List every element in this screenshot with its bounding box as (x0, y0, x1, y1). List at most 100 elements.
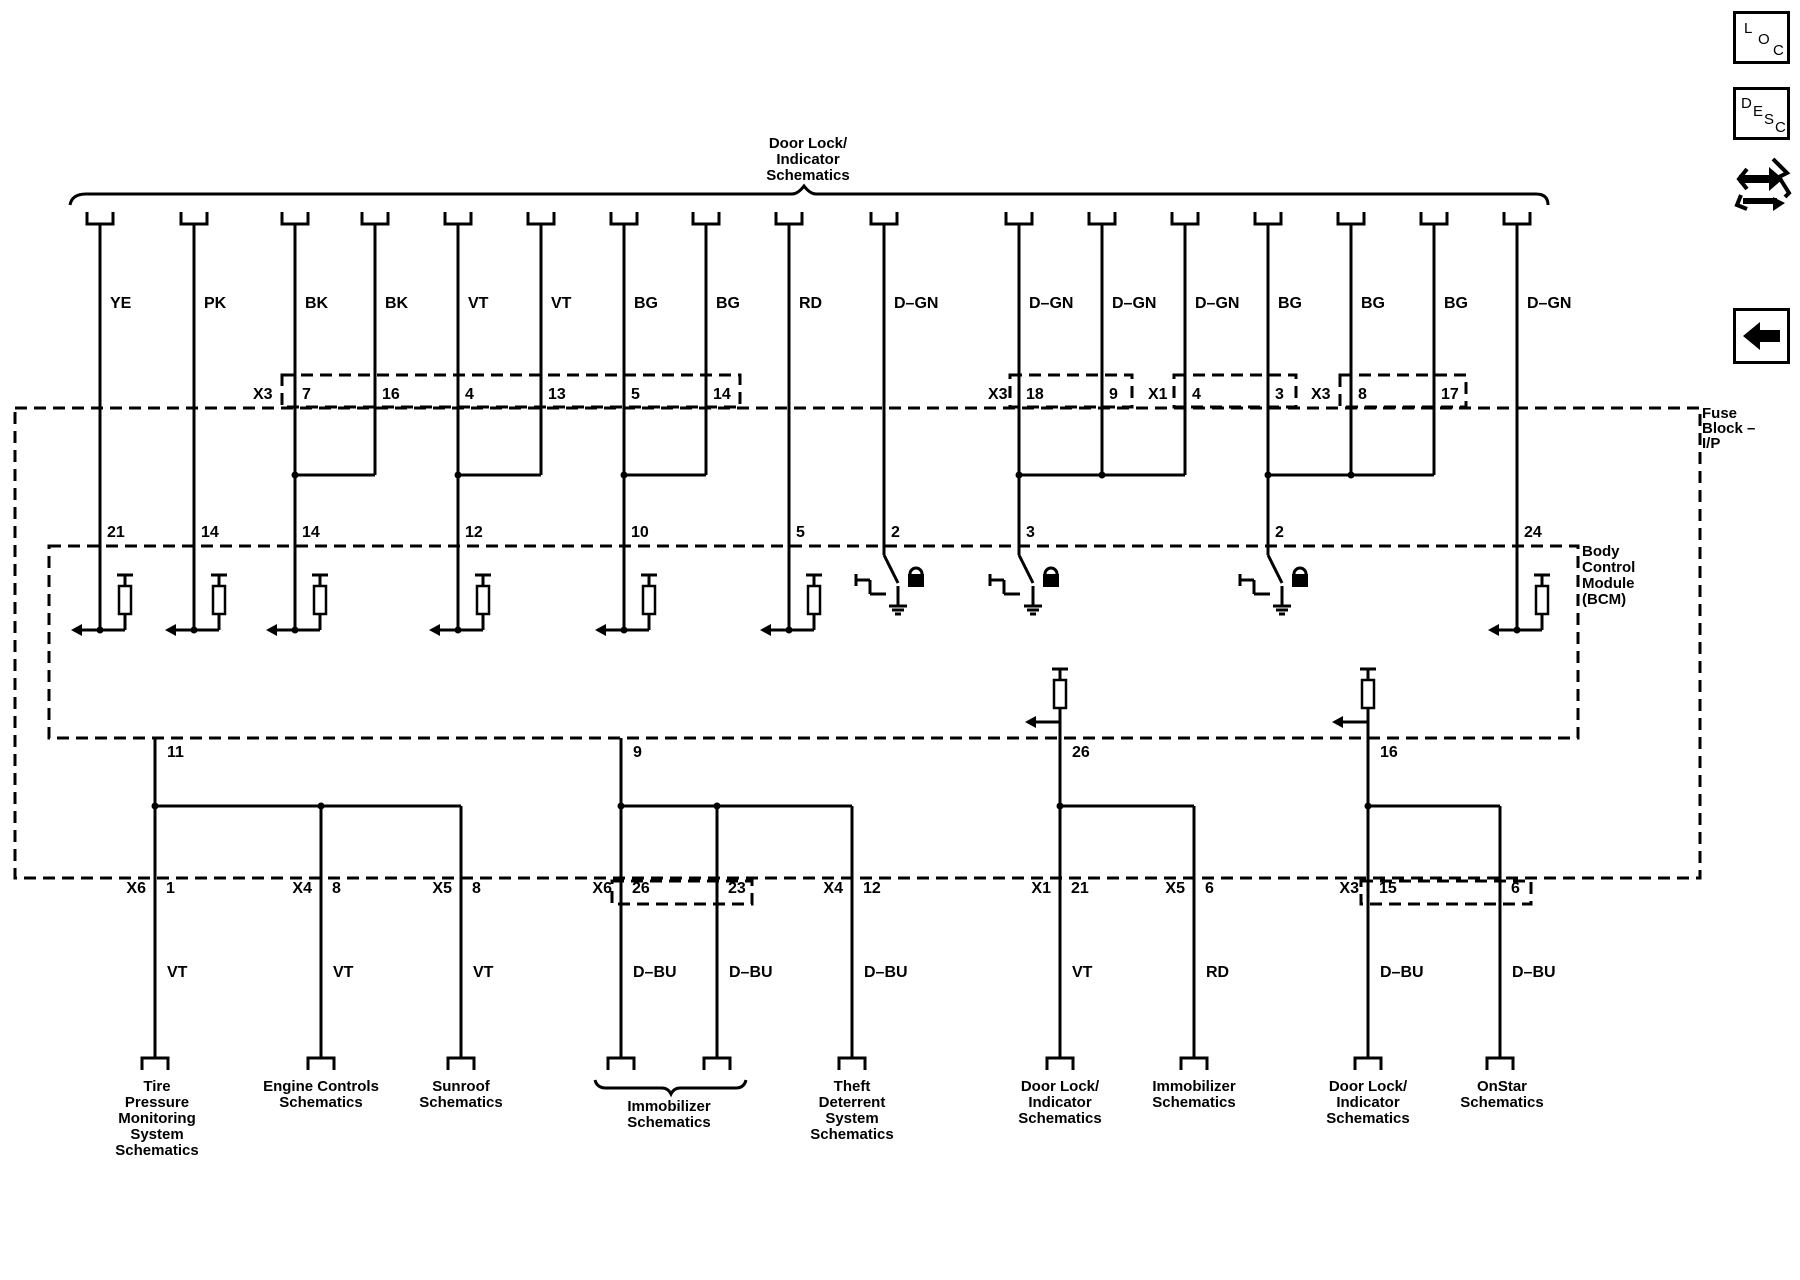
pull-up-resistor (641, 584, 657, 616)
wire-color-label: BG (1278, 295, 1302, 312)
bcm-pin-label: 10 (631, 524, 649, 541)
connector-id: X6 (592, 880, 612, 897)
wire-color-label: VT (1072, 964, 1093, 981)
connector-id: X5 (1165, 880, 1185, 897)
bcm-pin-label: 16 (1380, 744, 1398, 761)
fuse-block-outline (13, 406, 1702, 880)
splice-dot (617, 802, 625, 810)
connector-terminal (691, 212, 721, 226)
connector-terminal (837, 1056, 867, 1070)
wire-color-label: D–GN (1029, 295, 1073, 312)
connector-pin-label: 15 (1379, 880, 1397, 897)
connector-pin-label: 8 (1358, 386, 1367, 403)
connector-terminal (606, 1056, 636, 1070)
splice-dot (620, 626, 628, 634)
input-arrow (760, 624, 771, 636)
desc-button[interactable]: D E S C (1733, 87, 1790, 140)
input-arrow (165, 624, 176, 636)
wire-color-label: YE (110, 295, 132, 312)
desc-letter-e: E (1753, 103, 1764, 120)
lock-icon (1043, 566, 1059, 575)
wire-color-label: BG (634, 295, 658, 312)
connector-pin-label: 1 (166, 880, 175, 897)
connector-terminal (443, 212, 473, 226)
back-button[interactable] (1733, 308, 1790, 364)
immobilizer-harness-bracket (593, 1079, 748, 1098)
desc-letter-d: D (1741, 95, 1752, 112)
connector-terminal (306, 1056, 336, 1070)
connector-id: X3 (1339, 880, 1359, 897)
bcm-pin-label: 14 (302, 524, 320, 541)
connector-pin-label: 8 (332, 880, 341, 897)
input-arrow (1332, 716, 1343, 728)
top-harness-bracket (68, 183, 1550, 206)
splice-dot (291, 626, 299, 634)
wire-color-label: D–GN (1112, 295, 1156, 312)
connector-id: X5 (432, 880, 452, 897)
connector-repair-button[interactable] (1733, 153, 1793, 221)
splice-dot (317, 802, 325, 810)
splice-dot (1347, 471, 1355, 479)
connector-terminal (280, 212, 310, 226)
splice-dot (1098, 471, 1106, 479)
connector-pin-label: 5 (631, 386, 640, 403)
upper-connector-x3-b (1008, 373, 1134, 409)
wire-color-label: D–GN (894, 295, 938, 312)
lower-connector-x6 (610, 879, 754, 906)
desc-letter-s: S (1764, 111, 1775, 128)
wire-color-label: VT (473, 964, 494, 981)
loc-letter-o: O (1758, 31, 1770, 48)
splice-dot (190, 626, 198, 634)
connector-pin-label: 16 (382, 386, 400, 403)
bcm-pin-label: 3 (1026, 524, 1035, 541)
connector-terminal (774, 212, 804, 226)
loc-letter-c: C (1773, 42, 1784, 59)
bcm-pin-label: 14 (201, 524, 219, 541)
connector-terminal (1485, 1056, 1515, 1070)
wire-color-label: VT (333, 964, 354, 981)
input-arrow (266, 624, 277, 636)
upper-connector-x3-c (1338, 373, 1468, 409)
switch-blade (1017, 554, 1035, 584)
connector-terminal (1336, 212, 1366, 226)
wire-color-label: D–BU (864, 964, 908, 981)
connector-pin-label: 18 (1026, 386, 1044, 403)
connector-pin-label: 12 (863, 880, 881, 897)
lower-connector-x3 (1359, 879, 1533, 906)
connector-id: X4 (292, 880, 312, 897)
input-arrow (1025, 716, 1036, 728)
connector-pin-label: 23 (728, 880, 746, 897)
connector-terminal (702, 1056, 732, 1070)
wire-color-label: D–BU (729, 964, 773, 981)
connector-pin-label: 9 (1109, 386, 1118, 403)
connector-id: X6 (126, 880, 146, 897)
pull-up-resistor (475, 584, 491, 616)
wire-color-label: BG (1361, 295, 1385, 312)
wire-color-label: D–BU (1512, 964, 1556, 981)
wire-color-label: VT (468, 295, 489, 312)
connector-pin-label: 7 (302, 386, 311, 403)
pull-up-resistor (211, 584, 227, 616)
pull-up-resistor (312, 584, 328, 616)
connector-terminal (1179, 1056, 1209, 1070)
pull-up-resistor (1052, 678, 1068, 710)
connector-terminal (1004, 212, 1034, 226)
splice-dot (785, 626, 793, 634)
connector-terminal (446, 1056, 476, 1070)
switch-blade (1266, 554, 1284, 584)
upper-connector-x1 (1172, 373, 1298, 409)
connector-pin-label: 4 (465, 386, 474, 403)
splice-dot (454, 626, 462, 634)
loc-button[interactable]: L O C (1733, 11, 1790, 64)
wire-color-label: RD (1206, 964, 1229, 981)
splice-dot (713, 802, 721, 810)
switch-blade (882, 554, 900, 584)
connector-id: X1 (1031, 880, 1051, 897)
connector-terminal (1353, 1056, 1383, 1070)
